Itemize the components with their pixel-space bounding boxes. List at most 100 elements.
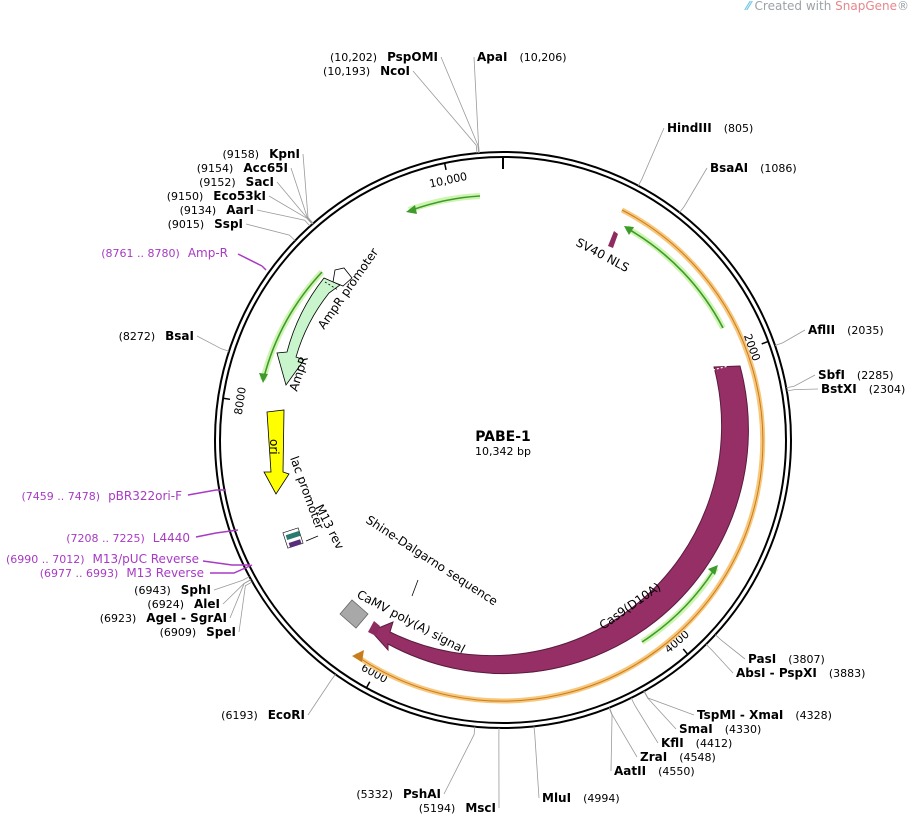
site-pos-tspmi: (4328) [795,709,832,722]
site-connector-aatii [609,708,612,771]
site-pos-spei: (6909) [160,626,197,639]
primer-name-amp-r: Amp-R [188,246,228,260]
site-name-hindiii: HindIII [667,121,712,135]
site-name-bsaai: BsaAI [710,161,748,175]
tick-mark-8000 [223,398,230,399]
site-name-eco53ki: Eco53kI [213,189,266,203]
primer-pos-amp-r: (8761 .. 8780) [101,247,180,260]
site-pos-saci: (9152) [199,176,236,189]
site-pos-ncoi: (10,193) [323,65,370,78]
site-name-aari: AarI [226,203,254,217]
primer-labels: (8761 .. 8780) Amp-R (7459 .. 7478)pBR322o… [6,246,228,580]
site-pos-ecori: (6193) [221,709,258,722]
site-label-aari: (9134) AarI [180,203,254,217]
label-sv40-nls: SV40 NLS [574,235,632,275]
site-name-sbfi: SbfI [818,368,845,382]
primer-label-pbr322ori-f: (7459 .. 7478)pBR322ori-F [22,489,183,503]
site-name-ecori: EcoRI [268,708,305,722]
site-name-alei: AleI [194,597,220,611]
site-name-spei: SpeI [206,625,236,639]
site-name-msci: MscI [465,801,496,815]
site-label-tspmi: TspMI - XmaI(4328) [697,708,832,722]
site-name-ncoi: NcoI [380,64,410,78]
site-name-mlui: MluI [542,791,571,805]
site-label-absi: AbsI - PspXI(3883) [736,666,865,680]
site-label-aatii: AatII(4550) [614,764,695,778]
site-connector-zrai [609,708,637,757]
site-label-zrai: ZraI(4548) [640,750,716,764]
site-pos-absi: (3883) [829,667,866,680]
orf-ampr-head [259,373,268,383]
site-connector-absi [706,644,733,673]
snapgene-logo-icon: ⁄⁄ [747,0,751,13]
site-name-bsai: BsaI [165,329,194,343]
site-connector-ncoi [413,71,477,153]
primer-pos-m13-reverse: (6977 .. 6993) [40,567,119,580]
tick-label-10000: 10,000 [428,170,468,191]
site-pos-pspomi: (10,202) [330,51,377,64]
primer-label-amp-r: (8761 .. 8780) Amp-R [101,246,228,260]
site-pos-alei: (6924) [147,598,184,611]
site-pos-hindiii: (805) [724,122,754,135]
site-name-pspomi: PspOMI [387,50,438,64]
site-name-sspi: SspI [214,217,243,231]
plasmid-name: PABE-1 [475,429,531,445]
site-label-bsaai: BsaAI(1086) [710,161,797,175]
site-pos-pasi: (3807) [788,653,825,666]
site-pos-aari: (9134) [180,204,217,217]
watermark-mark: ® [897,0,909,13]
site-name-zrai: ZraI [640,750,667,764]
tick-mark-4000 [683,649,688,654]
site-label-ecori: (6193) EcoRI [221,708,305,722]
tick-label-8000: 8000 [232,386,249,416]
site-connector-smai [644,691,676,729]
tick-mark-10000 [445,163,446,170]
site-label-pshai: (5332)PshAI [356,787,441,801]
site-label-eco53ki: (9150)Eco53kI [167,189,266,203]
label-ori: ori [267,439,281,455]
site-pos-bsai: (8272) [119,330,156,343]
orf-outer-head [352,650,364,662]
site-name-sphi: SphI [181,583,211,597]
site-connector-ecori [308,674,335,715]
site-pos-apai: (10,206) [519,51,566,64]
site-label-alei: (6924) AleI [147,597,220,611]
feature-ampr [277,278,340,385]
site-connector-pshai [444,727,475,794]
feature-sv40-nls [608,231,618,248]
primer-pos-m13-puc-reverse: (6990 .. 7012) [6,553,85,566]
site-connector-agei [230,580,251,618]
site-name-smai: SmaI [679,722,713,736]
site-connector-hindiii [638,128,664,186]
site-label-mlui: MluI(4994) [542,791,620,805]
site-label-smai: SmaI (4330) [679,722,761,736]
site-name-saci: SacI [246,175,274,189]
site-name-pshai: PshAI [403,787,441,801]
site-pos-msci: (5194) [419,802,456,815]
site-name-bstxi: BstXI [821,382,857,396]
primer-pos-pbr322ori-f: (7459 .. 7478) [22,490,101,503]
site-pos-sbfi: (2285) [857,369,894,382]
site-label-bstxi: BstXI(2304) [821,382,905,396]
site-connector-mlui [534,726,539,798]
site-label-aflii: AflII(2035) [808,323,884,337]
site-name-aatii: AatII [614,764,646,778]
site-pos-smai: (4330) [725,723,762,736]
site-connector-pasi [715,635,745,659]
site-label-ncoi: (10,193) NcoI [323,64,410,78]
site-connector-sspi [246,224,295,241]
primer-name-m13-reverse: M13 Reverse [126,566,204,580]
shine-dalgarno-leader [412,580,418,596]
site-label-bsai: (8272) BsaI [119,329,194,343]
primer-name-l4440: L4440 [153,531,190,545]
site-name-pasi: PasI [748,652,776,666]
plasmid-length: 10,342 bp [475,445,531,458]
site-name-aflii: AflII [808,323,835,337]
site-name-agei: AgeI - SgrAI [146,611,227,625]
site-label-msci: (5194) MscI [419,801,496,815]
site-label-saci: (9152) SacI [199,175,274,189]
site-label-acc65i: (9154)Acc65I [197,161,288,175]
watermark-brand: SnapGene [835,0,897,13]
